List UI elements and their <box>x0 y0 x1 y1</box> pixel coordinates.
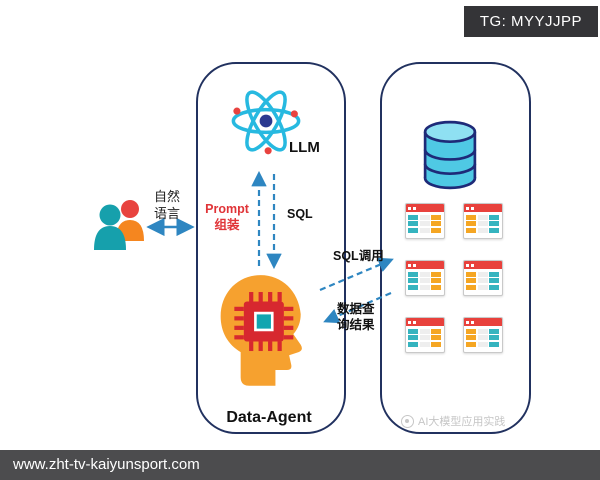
table-icon <box>404 317 445 353</box>
data-agent-label: Data-Agent <box>226 409 312 426</box>
sql-call-label: SQL调用 <box>333 249 384 263</box>
table-icon <box>462 317 503 353</box>
tg-badge: TG: MYYJJPP <box>463 6 598 37</box>
natural-language-label: 自然 语言 <box>153 189 180 221</box>
watermark-text: AI大模型应用实践 <box>418 416 506 428</box>
users-icon <box>94 200 144 250</box>
table-icon <box>404 203 445 239</box>
table-icon <box>404 260 445 296</box>
database-container <box>380 62 531 434</box>
query-result-label: 数据查 询结果 <box>337 302 375 333</box>
agent-container <box>196 62 346 434</box>
llm-label: LLM <box>289 139 320 156</box>
agent-head-chip-icon <box>220 275 302 386</box>
watermark: AI大模型应用实践 <box>401 413 505 429</box>
database-icon <box>423 120 477 190</box>
table-icons-grid <box>394 203 513 353</box>
prompt-assembly-label: Prompt 组装 <box>205 202 249 233</box>
url-bar: www.zht-tv-kaiyunsport.com <box>0 450 600 480</box>
watermark-logo-icon <box>401 414 414 428</box>
table-icon <box>462 203 503 239</box>
llm-atom-icon <box>231 90 301 155</box>
table-icon <box>462 260 503 296</box>
sql-label: SQL <box>287 207 313 221</box>
